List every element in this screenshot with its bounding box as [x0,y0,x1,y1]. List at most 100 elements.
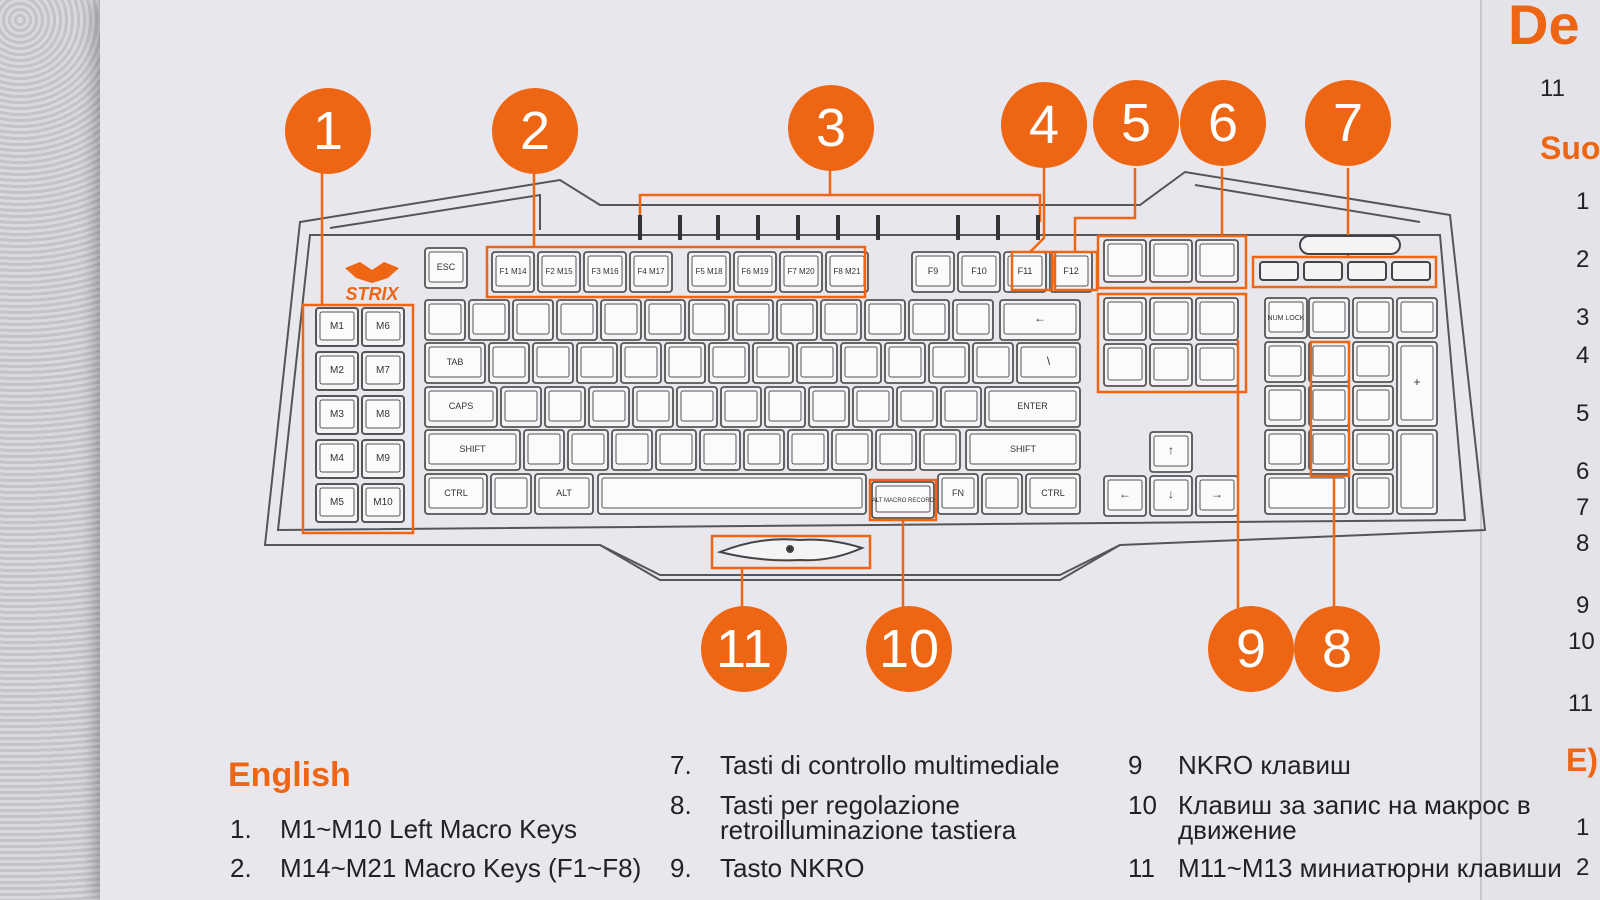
legend-text: M1~M10 Left Macro Keys [280,814,577,844]
caps-key-label: CAPS [449,401,474,411]
legend-item-9: 9.Tasto NKRO [670,853,865,884]
media-key-4 [1392,262,1430,280]
leader-3b [830,195,1040,222]
legend-num: 9 [1128,750,1178,781]
callout-8: 8 [1294,606,1380,692]
media-key-1 [1260,262,1298,280]
legend-item-7: 7.Tasti di controllo multimediale [670,750,1060,781]
legend-text: M11~M13 миниатюрни клавиши [1178,853,1562,883]
mini-macro-keys [720,539,862,560]
callout-9: 9 [1208,606,1294,692]
right-item-number: 5 [1576,400,1589,428]
callout-5: 5 [1093,80,1179,166]
media-roller [1300,236,1400,254]
esc-key-label: ESC [437,262,456,272]
right-item-number: 1 [1576,188,1589,216]
right-top-item: 11 [1540,75,1565,103]
legend-num: 7. [670,750,720,781]
right-item-number: 3 [1576,304,1589,332]
macro-key-M2-label: M2 [330,365,344,376]
callout-11: 11 [701,606,787,692]
f-key-1-label: F1 M14 [499,267,527,276]
f-key-9-label: F9 [928,266,939,276]
right-heading-de: De [1508,0,1580,57]
logo-text: STRIX [345,284,399,304]
macro-key-M3-label: M3 [330,409,344,420]
arrow-left-key-label: ← [1119,487,1131,501]
macro-key-M4-label: M4 [330,453,344,464]
callout-1: 1 [285,88,371,174]
right-item-number: 4 [1576,342,1589,370]
macro-key-M7-label: M7 [376,365,390,376]
arrow-right-key-label: → [1211,487,1223,501]
media-key-2 [1304,262,1342,280]
legend-num: 8. [670,790,720,821]
right-item-number: 9 [1576,592,1589,620]
f-key-7-label: F7 M20 [787,267,815,276]
ctrl-right-key-label: CTRL [1041,488,1065,498]
shift-right-key-label: SHIFT [1010,444,1037,454]
callout-4: 4 [1001,82,1087,168]
media-key-3 [1348,262,1386,280]
tab-key-label: TAB [447,357,464,367]
f-key-2-label: F2 M15 [545,267,573,276]
macro-key-M6-label: M6 [376,321,390,332]
arrow-down-key-label: ↓ [1168,487,1174,501]
right-item-number: 8 [1576,530,1589,558]
macro-key-M1-label: M1 [330,321,344,332]
right-item-number: 6 [1576,458,1589,486]
right-item-number: 11 [1568,690,1593,718]
legend-num: 2. [230,853,280,884]
legend-num: 11 [1128,853,1178,884]
legend-ru-10-line2: движение [1178,815,1297,846]
callout-7: 7 [1305,80,1391,166]
right-heading-su: Suo [1540,130,1600,167]
shift-left-key-label: SHIFT [460,444,487,454]
legend-text: M14~M21 Macro Keys (F1~F8) [280,853,641,883]
f-key-12-label: F12 [1063,266,1079,276]
f-key-10-label: F10 [971,266,987,276]
num-lock-key-label: NUM LOCK [1268,315,1305,322]
strix-logo: STRIX [345,262,399,304]
right-item-number: 10 [1568,628,1595,656]
macro-key-M5-label: M5 [330,497,344,508]
enter-key-label: ENTER [1017,401,1048,411]
legend-item-8-line2: retroilluminazione tastiera [720,815,1016,846]
macro-key-M8-label: M8 [376,409,390,420]
macro-key-M10-label: M10 [373,497,393,508]
ctrl-left-key-label: CTRL [444,488,468,498]
f-key-6-label: F6 M19 [741,267,769,276]
right-bottom-item-number: 1 [1576,814,1589,842]
legend-num: 1. [230,814,280,845]
right-item-number: 2 [1576,246,1589,274]
english-heading: English [228,756,351,795]
legend-text: NKRO клавиш [1178,750,1351,780]
alt-macro-key-label: ALT MACRO RECORD [872,498,935,504]
f-key-3-label: F3 M16 [591,267,619,276]
right-bottom-item-number: 2 [1576,854,1589,882]
legend-num: 9. [670,853,720,884]
legend-text: retroilluminazione tastiera [720,815,1016,845]
macro-key-M9-label: M9 [376,453,390,464]
callout-3: 3 [788,85,874,171]
callout-2: 2 [492,88,578,174]
right-heading-ex: E) [1566,742,1598,779]
backspace-key-label: ← [1034,311,1046,325]
f-key-5-label: F5 M18 [695,267,723,276]
fn-key-label: FN [952,488,964,498]
leader-3 [640,168,830,222]
f-key-8-label: F8 M21 [833,267,861,276]
callout-10: 10 [866,606,952,692]
legend-text: Tasto NKRO [720,853,865,883]
f-key-11-label: F11 [1018,266,1033,276]
legend-num: 10 [1128,790,1178,821]
arrow-up-key-label: ↑ [1168,443,1174,457]
legend-text: движение [1178,815,1297,845]
numpad-plus-key-label: + [1413,375,1420,389]
right-item-number: 7 [1576,494,1589,522]
legend-item-2: 2.M14~M21 Macro Keys (F1~F8) [230,853,641,884]
